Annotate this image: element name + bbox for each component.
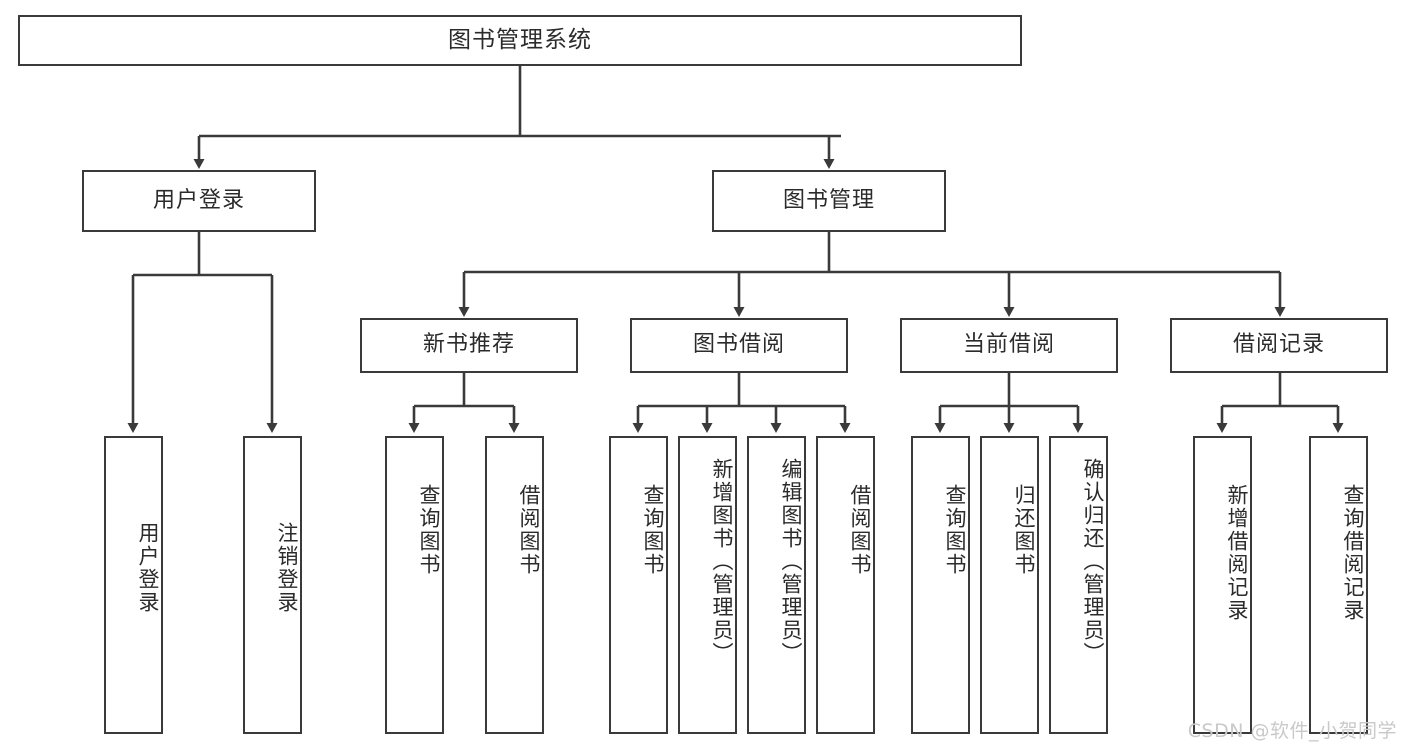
leaf-borrow-edit-book-admin[interactable]: 编辑图书（管理员） — [747, 436, 806, 734]
leaf-user-login[interactable]: 用户登录 — [104, 436, 163, 734]
leaf-label: 借阅图书 — [848, 484, 872, 576]
node-borrow-record[interactable]: 借阅记录 — [1170, 318, 1388, 373]
leaf-current-confirm-return-admin[interactable]: 确认归还（管理员） — [1049, 436, 1108, 734]
leaf-label: 查询图书 — [641, 484, 665, 576]
node-label: 新书推荐 — [422, 332, 515, 358]
node-new-book-recommend[interactable]: 新书推荐 — [360, 318, 578, 373]
node-label: 当前借阅 — [962, 332, 1055, 358]
node-user-login[interactable]: 用户登录 — [82, 170, 316, 232]
leaf-current-return-book[interactable]: 归还图书 — [980, 436, 1039, 734]
node-label: 图书管理 — [782, 187, 875, 213]
node-label: 借阅记录 — [1232, 332, 1325, 358]
leaf-current-query-book[interactable]: 查询图书 — [911, 436, 970, 734]
leaf-logout[interactable]: 注销登录 — [243, 436, 302, 734]
leaf-label: 查询图书 — [943, 484, 967, 576]
leaf-record-add-record[interactable]: 新增借阅记录 — [1193, 436, 1252, 734]
node-book-management[interactable]: 图书管理 — [712, 170, 946, 232]
leaf-label: 查询借阅记录 — [1341, 484, 1365, 622]
leaf-newbook-borrow-book[interactable]: 借阅图书 — [485, 436, 544, 734]
leaf-label: 确认归还（管理员） — [1081, 458, 1105, 665]
leaf-label: 编辑图书（管理员） — [779, 458, 803, 665]
leaf-label: 新增借阅记录 — [1225, 484, 1249, 622]
leaf-label: 用户登录 — [136, 522, 160, 614]
node-label: 图书管理系统 — [448, 26, 592, 53]
node-label: 用户登录 — [152, 187, 245, 213]
leaf-newbook-query-book[interactable]: 查询图书 — [385, 436, 444, 734]
leaf-label: 查询图书 — [417, 484, 441, 576]
node-current-borrow[interactable]: 当前借阅 — [900, 318, 1118, 373]
leaf-label: 归还图书 — [1012, 484, 1036, 576]
node-label: 图书借阅 — [692, 332, 785, 358]
leaf-borrow-borrow-book[interactable]: 借阅图书 — [816, 436, 875, 734]
leaf-label: 注销登录 — [275, 522, 299, 614]
node-book-borrow[interactable]: 图书借阅 — [630, 318, 848, 373]
leaf-record-query-record[interactable]: 查询借阅记录 — [1309, 436, 1368, 734]
leaf-label: 新增图书（管理员） — [710, 458, 734, 665]
leaf-borrow-add-book-admin[interactable]: 新增图书（管理员） — [678, 436, 737, 734]
node-root-system[interactable]: 图书管理系统 — [18, 15, 1022, 66]
leaf-label: 借阅图书 — [517, 484, 541, 576]
leaf-borrow-query-book[interactable]: 查询图书 — [609, 436, 668, 734]
watermark: CSDN @软件_小贺同学 — [1187, 720, 1397, 742]
